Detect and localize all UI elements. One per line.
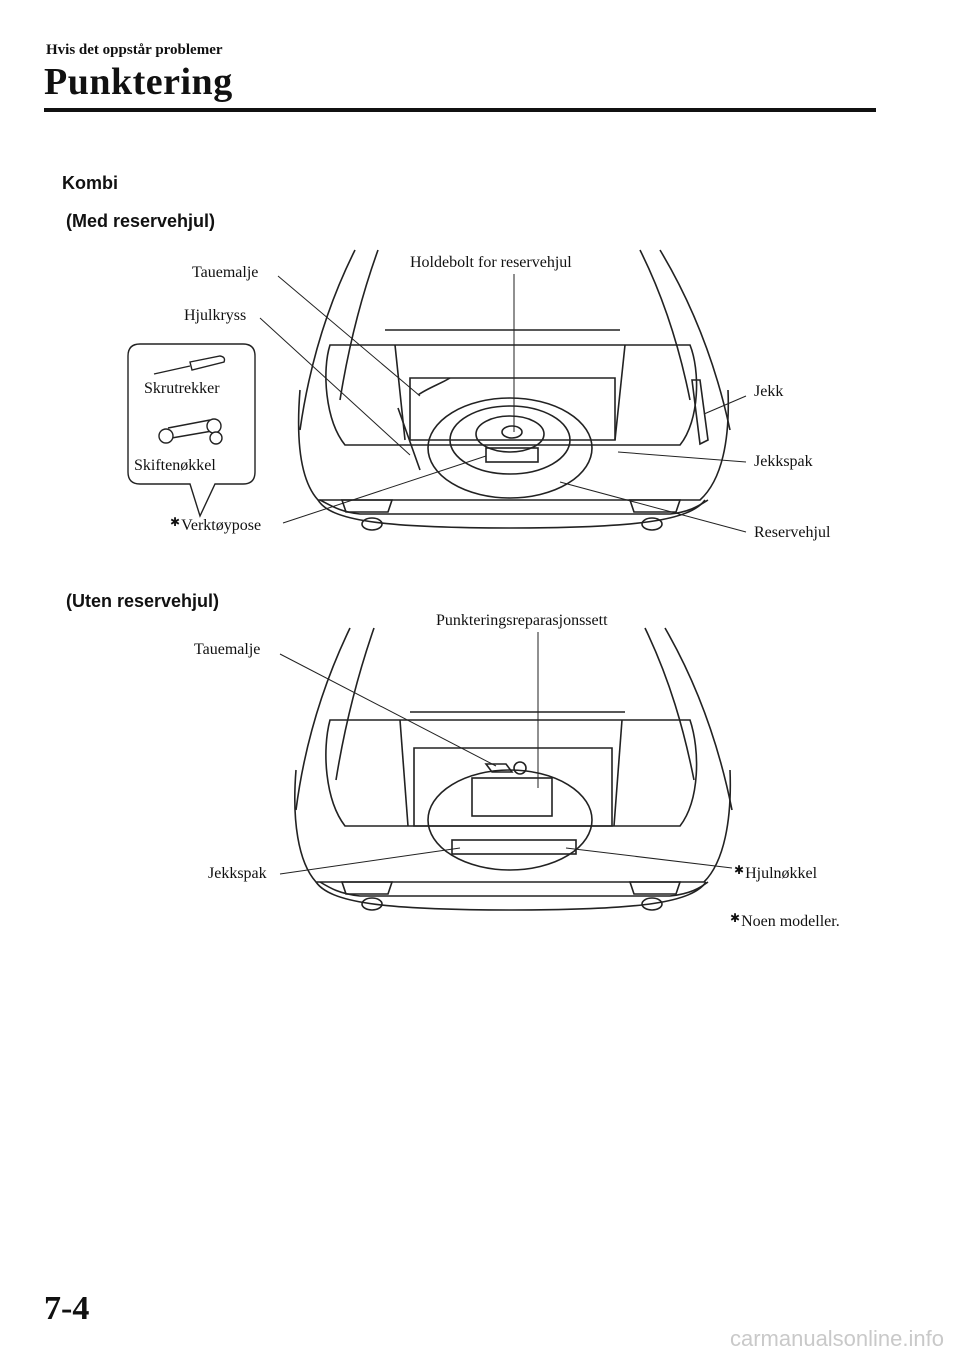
label-skrutrekker: Skrutrekker (144, 380, 220, 397)
figure2-heading: (Uten reservehjul) (66, 591, 220, 611)
label-tauemalje-2: Tauemalje (194, 641, 261, 658)
variant-heading: Kombi (62, 173, 118, 193)
label-skiftenokkel: Skiftenøkkel (134, 457, 216, 474)
label-punkteringssett: Punkteringsreparasjonssett (436, 612, 608, 629)
label-hjulnokkel: ✱Hjulnøkkel (734, 863, 818, 882)
tool-callout (127, 343, 256, 518)
footnote-marker: ✱ (734, 863, 745, 877)
label-reservehjul: Reservehjul (754, 524, 831, 541)
page-number: 7-4 (44, 1290, 90, 1327)
screwdriver-icon (153, 355, 226, 375)
footnote-marker: ✱ (730, 911, 741, 925)
label-hjulkryss: Hjulkryss (184, 307, 247, 324)
label-jekkspak-1: Jekkspak (754, 453, 813, 470)
page-title: Punktering (44, 61, 233, 103)
figure1-heading: (Med reservehjul) (66, 211, 216, 231)
section-kicker: Hvis det oppstår problemer (46, 42, 223, 58)
watermark: carmanualsonline.info (729, 1326, 944, 1351)
label-jekk: Jekk (754, 383, 784, 400)
footnote-marker: ✱ (170, 515, 181, 529)
label-jekkspak-2: Jekkspak (208, 865, 267, 882)
wrench-icon (158, 418, 223, 445)
footnote: ✱Noen modeller. (730, 911, 840, 930)
label-tauemalje-1: Tauemalje (192, 264, 259, 281)
label-holdebolt: Holdebolt for reservehjul (410, 254, 572, 271)
label-verktoypose: ✱Verktøypose (170, 515, 262, 534)
title-rule (44, 108, 876, 112)
